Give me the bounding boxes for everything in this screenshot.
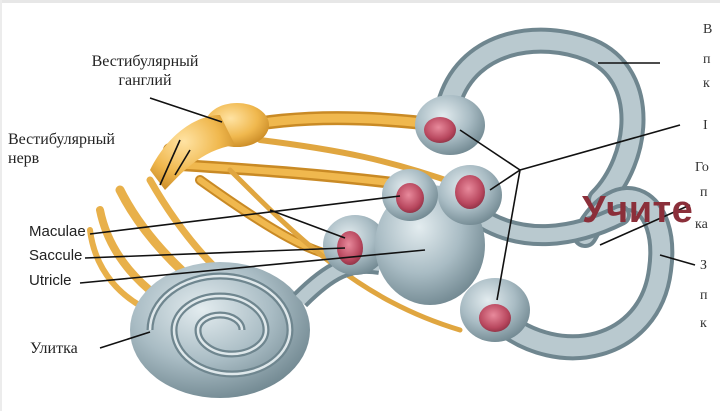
right-fragment-10: к: [700, 316, 707, 332]
right-fragment-5: Го: [695, 160, 709, 176]
right-fragment-9: п: [700, 288, 708, 304]
right-fragment-3: к: [703, 76, 710, 92]
label-maculae: Maculae: [29, 222, 86, 241]
right-fragment-6: п: [700, 185, 708, 201]
crista-upper: [424, 117, 456, 143]
watermark-text: Учите: [582, 190, 693, 230]
leader-ganglion: [150, 98, 222, 122]
right-fragment-4: I: [703, 118, 708, 134]
right-fragment-1: В: [703, 22, 712, 38]
label-cochlea: Улитка: [30, 339, 78, 358]
label-vestibular-nerve: Вестибулярный нерв: [8, 130, 173, 168]
leader-saccule: [85, 248, 345, 258]
macula-utricle: [396, 183, 424, 213]
crista-lower: [479, 304, 511, 332]
cochlea: [130, 262, 380, 398]
label-utricle: Utricle: [29, 271, 72, 290]
right-fragment-7: ка: [695, 217, 708, 233]
right-fragment-2: п: [703, 52, 711, 68]
label-vestibular-ganglion: Вестибулярный ганглий: [65, 52, 225, 90]
crista-mid: [455, 175, 485, 209]
leader-right-3: [520, 125, 680, 170]
right-fragment-8: З: [700, 258, 707, 274]
label-saccule: Saccule: [29, 246, 82, 265]
